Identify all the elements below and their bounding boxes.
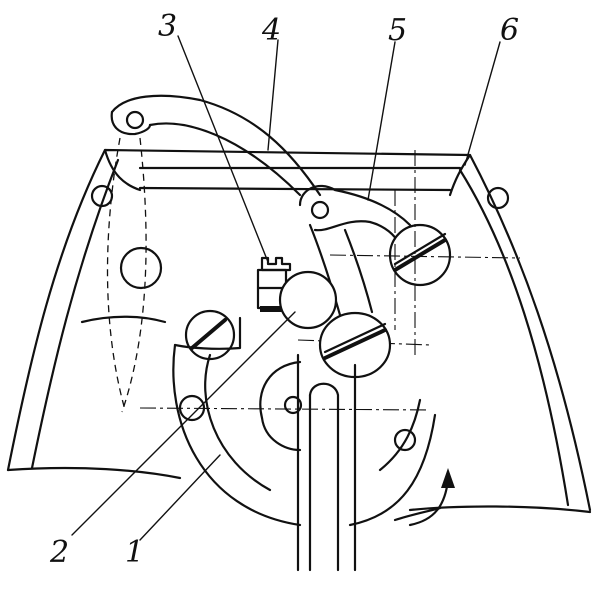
callout-4: 4 (261, 13, 281, 48)
leader-lines (71, 35, 501, 541)
cam-2 (278, 270, 338, 330)
hidden-linkage (106, 137, 147, 413)
callout-1: 1 (125, 535, 144, 570)
leader-2 (71, 311, 296, 536)
callout-labels: 3 4 5 6 2 1 (49, 9, 519, 570)
leader-3 (177, 35, 269, 263)
housing-holes (90, 184, 510, 290)
handle-rod (296, 353, 357, 572)
left-screw (184, 309, 236, 361)
leader-4 (267, 39, 279, 151)
segment-plate-1 (172, 316, 437, 527)
leader-6 (464, 41, 501, 166)
callout-3: 3 (158, 9, 177, 44)
rocker-arm-5 (298, 184, 412, 317)
leader-5 (367, 41, 396, 201)
callout-6: 6 (500, 13, 519, 48)
callout-5: 5 (388, 13, 407, 48)
lever-4 (110, 94, 322, 197)
rotation-arrow-icon (408, 468, 455, 527)
leader-1 (139, 454, 221, 541)
left-bracket (80, 315, 167, 324)
callout-2: 2 (49, 535, 69, 570)
screw-6 (388, 223, 452, 287)
